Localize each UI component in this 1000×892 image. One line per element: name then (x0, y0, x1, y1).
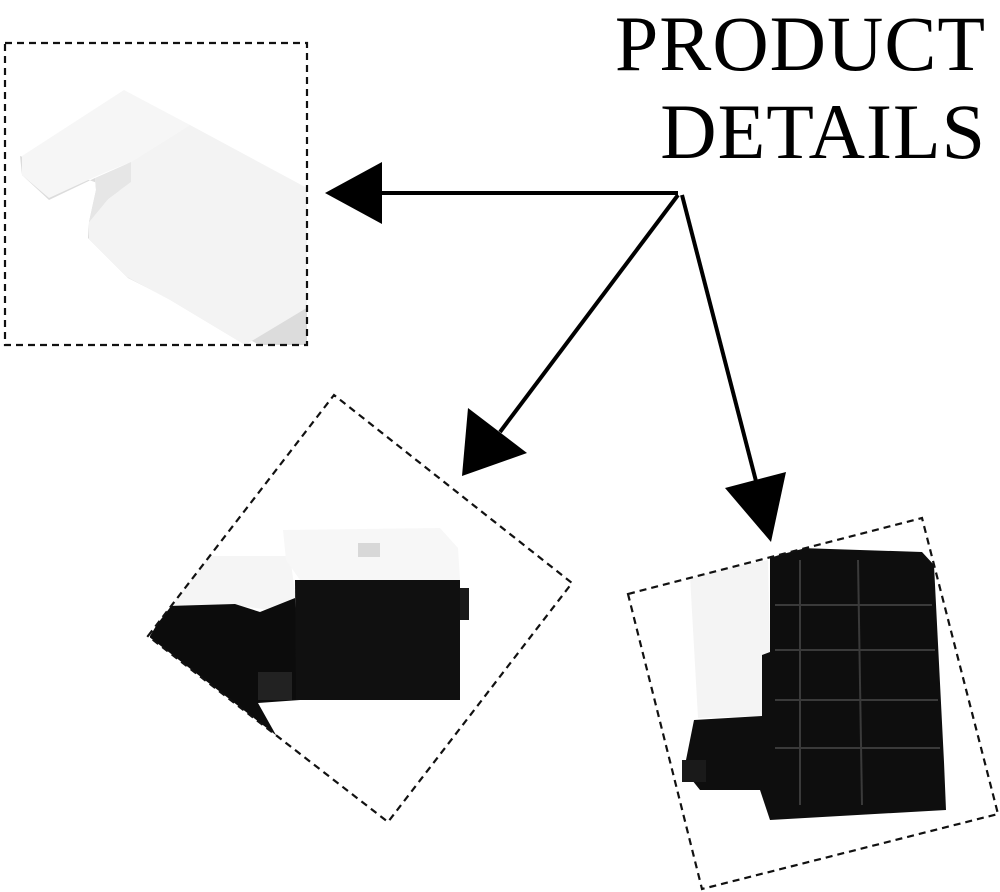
panel-tank-back (626, 516, 1000, 891)
tank-back-latch (682, 760, 706, 782)
arrow-shaft-mid (498, 193, 680, 434)
tank-back-sponge (690, 560, 770, 718)
panel-sponge-pad (3, 41, 309, 347)
sponge-face (22, 90, 190, 198)
tank-body-left (150, 598, 300, 760)
arrow-head-right (725, 472, 786, 542)
arrow-head-left (325, 162, 382, 224)
heading-line-2: DETAILS (660, 88, 986, 175)
pointer-arrows (325, 162, 786, 542)
tank-bottom-tab (258, 672, 292, 700)
product-details-heading: PRODUCT DETAILS (615, 0, 986, 176)
panel-tank-side (146, 393, 574, 824)
tank-sponge-left (160, 556, 296, 610)
tank-back-housing (684, 548, 946, 820)
tank-sponge-slot (358, 543, 380, 557)
arrow-head-mid (462, 408, 527, 476)
tank-back-ribs (775, 559, 940, 806)
arrow-shaft-right (680, 194, 759, 486)
panel-frame-mid (146, 393, 574, 824)
panel-frame-top (3, 41, 309, 347)
tank-body-box (295, 580, 460, 700)
sponge-face-lower (89, 125, 307, 345)
heading-line-1: PRODUCT (614, 0, 986, 87)
sponge-notch (89, 162, 131, 222)
tank-side-clip (460, 588, 469, 620)
